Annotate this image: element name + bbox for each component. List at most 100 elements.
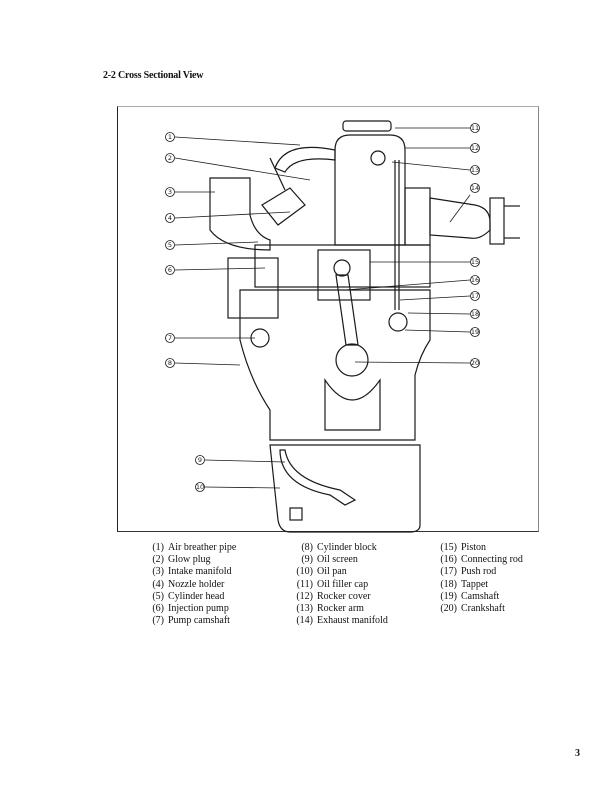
legend-label: Exhaust manifold xyxy=(317,615,388,627)
connecting-rod-shape xyxy=(335,274,359,346)
callout-label: 5 xyxy=(168,241,172,249)
legend-number: (10) xyxy=(296,566,313,578)
legend-number: (20) xyxy=(440,603,457,615)
page-number: 3 xyxy=(575,748,580,759)
legend-item: (14) Exhaust manifold xyxy=(290,615,388,627)
legend-column-3: (15)Piston (16)Connecting rod (17)Push r… xyxy=(434,542,523,615)
callout-label: 16 xyxy=(471,276,479,284)
callout-label: 20 xyxy=(471,359,479,367)
legend-item: (9)Oil screen xyxy=(290,554,388,566)
legend-label: Piston xyxy=(461,542,487,553)
legend-item: (8)Cylinder block xyxy=(290,542,388,554)
callout-label: 6 xyxy=(168,266,172,274)
callout-label: 3 xyxy=(168,188,172,196)
legend-number: (15) xyxy=(440,542,457,553)
legend-item: (3) Intake manifold xyxy=(147,566,236,578)
legend-label: Air breather pipe xyxy=(168,542,237,553)
legend-number: (7) xyxy=(152,615,164,627)
callout-label: 9 xyxy=(198,456,202,464)
oil-filler-cap-shape xyxy=(342,120,392,132)
callout-label: 12 xyxy=(471,144,479,152)
legend-label: Pump camshaft xyxy=(168,615,230,627)
callout-label: 17 xyxy=(471,292,479,300)
callout-2 xyxy=(165,153,175,163)
callout-4 xyxy=(165,213,175,223)
legend-label: Cylinder head xyxy=(168,590,225,602)
legend-item: (2)Glow plug xyxy=(147,554,236,566)
legend-number: (19) xyxy=(440,590,457,602)
piston-shape xyxy=(317,249,371,301)
legend-label: Oil pan xyxy=(317,566,347,578)
legend-number: (8) xyxy=(301,542,313,553)
callout-10 xyxy=(195,482,205,492)
legend-label: Intake manifold xyxy=(168,566,232,578)
callout-12 xyxy=(470,143,480,153)
legend-label: Rocker arm xyxy=(317,603,364,615)
callout-label: 15 xyxy=(471,258,479,266)
legend-label: Injection pump xyxy=(168,603,229,615)
callout-label: 10 xyxy=(196,483,204,491)
callout-1 xyxy=(165,132,175,142)
callout-label: 2 xyxy=(168,154,172,162)
legend-item: (7) Pump camshaft xyxy=(147,615,236,627)
legend-item: (16) Connecting rod xyxy=(434,554,523,566)
cylinder-block-shape xyxy=(239,289,431,441)
callout-label: 13 xyxy=(471,166,479,174)
nozzle-holder-shape xyxy=(261,187,306,226)
legend-number: (18) xyxy=(440,578,457,590)
callout-label: 8 xyxy=(168,359,172,367)
legend-label: Push rod xyxy=(461,566,497,578)
callout-8 xyxy=(165,358,175,368)
camshaft-shape xyxy=(388,312,408,332)
legend-item: (1) Air breather pipe xyxy=(147,542,236,554)
callout-14 xyxy=(470,183,480,193)
cylinder-head-shape xyxy=(254,244,431,288)
callout-label: 7 xyxy=(168,334,172,342)
legend-column-1: (1) Air breather pipe (2)Glow plug (3) Int… xyxy=(147,542,236,627)
oil-pan-shape xyxy=(269,444,421,533)
intake-manifold-shape xyxy=(209,177,271,251)
legend-label: Oil screen xyxy=(317,554,358,566)
callout-3 xyxy=(165,187,175,197)
legend-item: (12) Rocker cover xyxy=(290,591,388,603)
callout-17 xyxy=(470,291,480,301)
legend-number: (1) xyxy=(152,542,164,553)
legend-item: (10) Oil pan xyxy=(290,566,388,578)
callout-19 xyxy=(470,327,480,337)
rocker-cover-shape xyxy=(334,134,406,246)
legend-label: Oil filler cap xyxy=(317,578,369,590)
legend-item: (20)Crankshaft xyxy=(434,603,523,615)
rocker-arm-shape xyxy=(370,150,386,166)
callout-18 xyxy=(470,309,480,319)
legend-number: (13) xyxy=(296,603,313,615)
legend-number: (6) xyxy=(152,603,164,615)
legend-label: Connecting rod xyxy=(461,554,523,566)
legend-number: (12) xyxy=(296,590,313,602)
legend-item: (15) Piston xyxy=(434,542,523,554)
callout-6 xyxy=(165,265,175,275)
callout-label: 11 xyxy=(471,124,479,132)
legend-item: (4)Nozzle holder xyxy=(147,579,236,591)
callout-label: 4 xyxy=(168,214,172,222)
legend-number: (11) xyxy=(296,578,313,590)
crankshaft-shape xyxy=(335,343,369,377)
callout-13 xyxy=(470,165,480,175)
legend-label: Tappet xyxy=(461,578,489,590)
callout-9 xyxy=(195,455,205,465)
legend-item: (11) Oil filler cap xyxy=(290,579,388,591)
legend-number: (3) xyxy=(152,566,164,578)
callout-11 xyxy=(470,123,480,133)
legend-column-2: (8)Cylinder block (9)Oil screen (10) Oil … xyxy=(290,542,388,627)
injection-pump-shape xyxy=(227,257,279,319)
legend-number: (5) xyxy=(152,590,164,602)
legend-number: (14) xyxy=(296,615,313,627)
legend-label: Rocker cover xyxy=(317,590,371,602)
exhaust-manifold-shape xyxy=(429,197,491,239)
callout-20 xyxy=(470,358,480,368)
legend-label: Glow plug xyxy=(168,554,211,566)
air-breather-pipe-shape xyxy=(274,146,336,173)
legend-number: (16) xyxy=(440,554,457,566)
oil-screen-shape xyxy=(279,449,357,506)
legend-item: (13) Rocker arm xyxy=(290,603,388,615)
